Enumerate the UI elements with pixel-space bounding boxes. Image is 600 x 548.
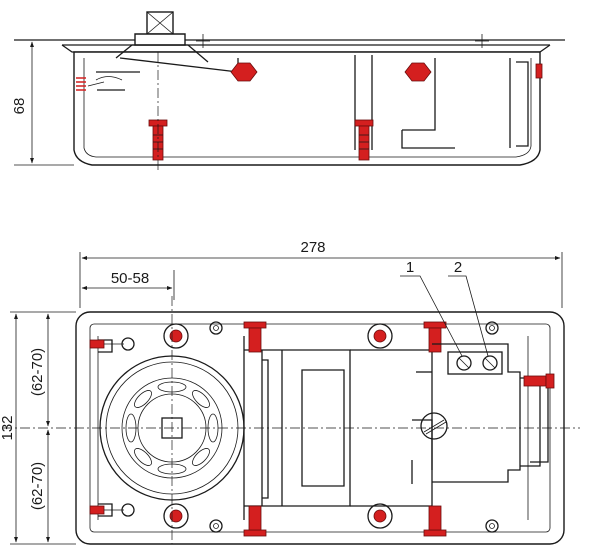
- side-view: 68: [11, 11, 565, 170]
- frame-screw-4: [423, 505, 447, 537]
- side-housing: [73, 51, 541, 166]
- dim-side-height: 68: [11, 98, 28, 115]
- left-pin-bottom: [89, 503, 135, 517]
- plan-view: 278 50-58: [0, 239, 580, 545]
- dim-total-width: 132: [0, 415, 16, 440]
- side-hex-nut-left: [230, 62, 258, 82]
- callout-2: 2: [454, 259, 462, 276]
- spindle-top: [115, 11, 239, 73]
- dim-half-width-top: (62-70): [29, 348, 46, 396]
- valve-screw-2: [482, 355, 498, 371]
- frame-screw-2: [243, 505, 267, 537]
- right-adjust-screw: [523, 373, 555, 389]
- side-screw-right: [354, 119, 374, 161]
- callout-1: 1: [406, 259, 414, 276]
- bolt-hole-3: [367, 323, 393, 349]
- dim-half-width-bottom: (62-70): [29, 462, 46, 510]
- bolt-hole-2: [163, 503, 189, 529]
- frame-screw-1: [243, 321, 267, 353]
- dim-total-length: 278: [300, 239, 325, 256]
- left-pin-top: [89, 337, 135, 351]
- valve-screw-1: [456, 355, 472, 371]
- side-hex-nut-right: [404, 62, 432, 82]
- plate-holes: [209, 321, 499, 533]
- bolt-hole-1: [163, 323, 189, 349]
- side-adjust-screw: [535, 63, 543, 79]
- dim-spindle-offset: 50-58: [111, 270, 149, 287]
- bolt-hole-4: [367, 503, 393, 529]
